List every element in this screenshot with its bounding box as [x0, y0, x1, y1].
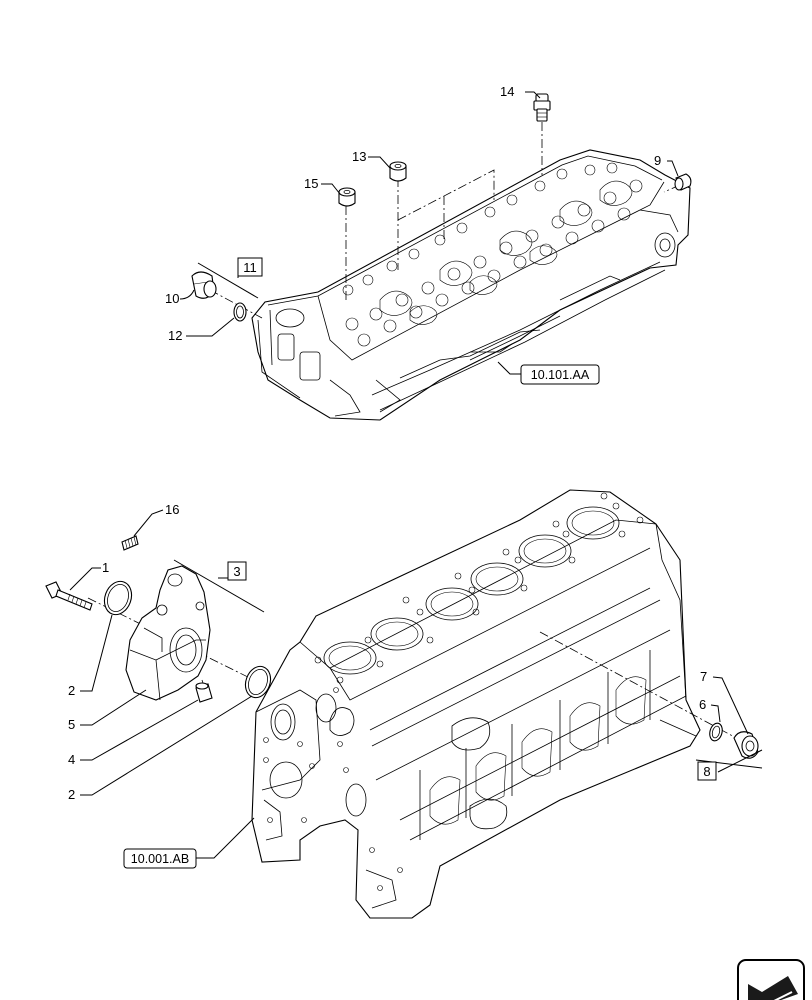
o-ring-part-6	[709, 722, 723, 742]
callout-8: 8	[703, 764, 710, 779]
reference-cylinder-head-label: 10.101.AA	[531, 368, 590, 382]
callout-1: 1	[102, 560, 109, 575]
sensor-part-14	[533, 93, 551, 122]
callout-15: 15	[304, 176, 318, 191]
boxed-callouts: 11 3 8	[227, 257, 717, 781]
reference-cylinder-head[interactable]: 10.101.AA	[520, 364, 600, 385]
callout-5: 5	[68, 717, 75, 732]
callouts: 14 13 15 9 10 12 16 1 2 5 4 2 7 6	[68, 84, 707, 802]
bolt-part-1	[45, 581, 93, 611]
cylinder-head	[251, 149, 691, 421]
callout-12: 12	[168, 328, 182, 343]
o-ring-part-2-lower	[244, 665, 272, 699]
callout-box-11	[237, 257, 263, 277]
callout-9: 9	[654, 153, 661, 168]
leader-lines	[69, 91, 763, 859]
stud-part-16	[121, 535, 139, 551]
callout-2-upper: 2	[68, 683, 75, 698]
plug-part-13	[389, 161, 407, 182]
o-ring-part-12	[233, 302, 247, 322]
callout-2-lower: 2	[68, 787, 75, 802]
reference-engine-block-label: 10.001.AB	[131, 852, 189, 866]
reference-boxes: 10.101.AA 10.001.AB	[123, 364, 600, 869]
o-ring-part-2-upper	[103, 580, 133, 616]
cap-part-9	[674, 173, 692, 191]
callout-6: 6	[699, 697, 706, 712]
callout-13: 13	[352, 149, 366, 164]
plug-part-7	[733, 731, 759, 759]
head-assembly-lines	[209, 122, 681, 319]
callout-7: 7	[700, 669, 707, 684]
pin-part-4	[195, 682, 213, 703]
callout-4: 4	[68, 752, 75, 767]
housing-part-5	[125, 565, 211, 701]
callout-box-8	[697, 761, 717, 781]
callout-3: 3	[233, 564, 240, 579]
callout-14: 14	[500, 84, 514, 99]
next-page-arrow-icon[interactable]	[737, 959, 805, 1000]
reference-engine-block[interactable]: 10.001.AB	[123, 848, 197, 869]
plug-part-15	[338, 187, 356, 207]
plug-part-10	[191, 271, 217, 299]
callout-11: 11	[243, 260, 257, 275]
engine-block	[251, 489, 701, 919]
callout-box-3	[227, 561, 247, 581]
callout-16: 16	[165, 502, 179, 517]
callout-10: 10	[165, 291, 179, 306]
